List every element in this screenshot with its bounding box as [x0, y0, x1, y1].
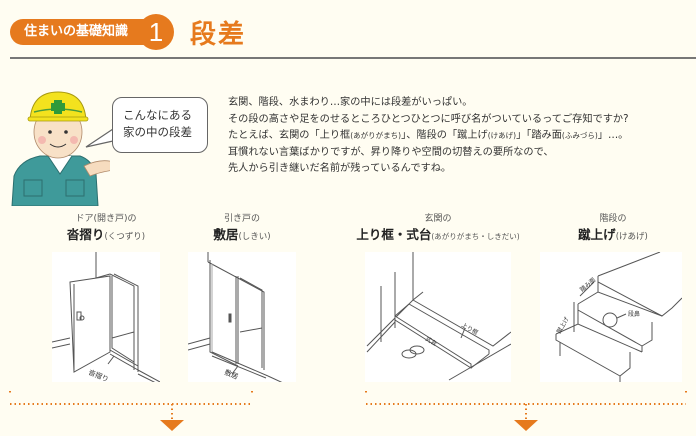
- speech-line-1: こんなにある: [123, 108, 192, 122]
- svg-text:段鼻: 段鼻: [628, 310, 640, 318]
- item-title: 敷居: [213, 227, 239, 242]
- item-reading: (くつずり): [104, 232, 146, 242]
- item-title: 上り框・式台: [356, 227, 432, 242]
- speech-bubble: こんなにある 家の中の段差: [112, 97, 208, 153]
- intro-line-3-c: 」「踏み面: [516, 130, 562, 142]
- reading-keage: (けあげ): [487, 131, 517, 141]
- intro-line-2: その段の高さや足をのせるところひとつひとつに呼び名がついているってご存知ですか?: [228, 113, 629, 125]
- item-reading: (しきい): [238, 232, 271, 242]
- item-heading-keage: 階段の 蹴上げ(けあげ): [548, 213, 678, 246]
- door-kutsuzuri-illustration: 沓摺り: [51, 252, 161, 385]
- intro-line-3-d: 」…。: [597, 130, 629, 142]
- item-heading-kutsuzuri: ドア(開き戸)の 沓摺り(くつずり): [40, 213, 172, 246]
- svg-text:敷居: 敷居: [223, 368, 239, 382]
- intro-line-3: たとえば、玄関の「上り框(あがりがまち)」、階段の「蹴上げ(けあげ)」「踏み面(…: [228, 128, 628, 145]
- item-sub-label: ドア(開き戸)の: [75, 214, 137, 224]
- reading-agarigamachi: (あがりがまち): [350, 131, 402, 141]
- intro-paragraph: 玄関、階段、水まわり…家の中には段差がいっぱい。 その段の高さや足をのせるところ…: [228, 95, 628, 178]
- header-divider: [10, 57, 696, 59]
- reading-fumizura: (ふみづら): [561, 131, 598, 141]
- svg-text:沓摺り: 沓摺り: [87, 368, 110, 382]
- item-title: 蹴上げ: [578, 227, 616, 242]
- worker-character-illustration: [10, 84, 115, 207]
- intro-line-4: 耳慣れない言葉ばかりですが、昇り降りや空間の切替えの要所なので、: [228, 146, 554, 158]
- intro-line-5: 先人から引き継いだ名前が残っているんですね。: [228, 163, 452, 175]
- page-header: 住まいの基礎知識 1 段差: [10, 14, 246, 50]
- item-sub-label: 階段の: [599, 214, 627, 224]
- speech-bubble-tail: [85, 128, 114, 148]
- item-reading: (けあげ): [615, 232, 648, 242]
- intro-line-1: 玄関、階段、水まわり…家の中には段差がいっぱい。: [228, 97, 473, 108]
- item-heading-shikii: 引き戸の 敷居(しきい): [178, 213, 306, 246]
- sliding-door-shikii-illustration: 敷居: [187, 252, 296, 389]
- item-heading-agarigamachi: 玄関の 上り框・式台(あがりがまち・しきだい): [350, 213, 526, 246]
- down-arrow-icon: [514, 420, 538, 431]
- intro-line-3-a: たとえば、玄関の「上り框: [228, 130, 351, 142]
- svg-text:蹴上げ: 蹴上げ: [555, 315, 571, 335]
- page-title: 段差: [190, 19, 247, 50]
- item-title: 沓摺り: [66, 227, 105, 242]
- down-arrow-icon: [160, 420, 184, 431]
- entrance-agarigamachi-illustration: 式台 上り框: [365, 252, 512, 382]
- svg-text:踏み面: 踏み面: [578, 276, 597, 294]
- intro-line-3-b: 」、階段の「蹴上げ: [401, 130, 488, 142]
- speech-line-2: 家の中の段差: [123, 125, 192, 139]
- stairs-keage-illustration: 踏み面 蹴上げ 段鼻: [540, 251, 683, 382]
- item-reading: (あがりがまち・しきだい): [431, 232, 520, 241]
- series-label: 住まいの基礎知識: [10, 19, 157, 45]
- item-sub-label: 玄関の: [424, 214, 452, 224]
- item-sub-label: 引き戸の: [223, 214, 260, 224]
- section-number-badge: 1: [138, 14, 175, 50]
- dotted-bracket-lines: [9, 391, 687, 419]
